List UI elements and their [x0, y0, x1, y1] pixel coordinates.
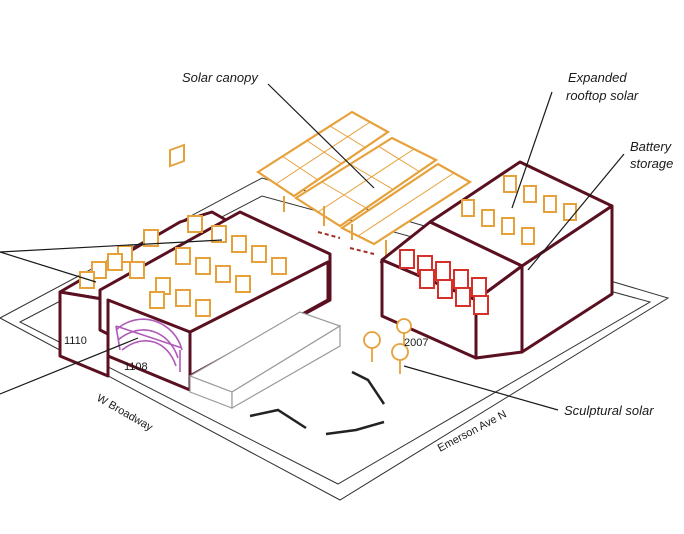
address-1108: 1108: [124, 361, 148, 373]
leader-left-upper-2: [147, 239, 223, 245]
battery-panel: [473, 295, 489, 315]
solar-panel: [129, 261, 145, 279]
solar-panel: [187, 215, 203, 233]
solar-panel: [79, 271, 95, 289]
label-battery-1: Battery: [630, 139, 673, 154]
sculptural-solar: [363, 318, 412, 374]
left-rooftop-panels: [79, 143, 287, 317]
solar-panel: [91, 261, 107, 279]
street-w-broadway: W Broadway: [95, 392, 155, 434]
label-expanded-rooftop-2: rooftop solar: [566, 88, 639, 103]
building-2007-mid: [474, 264, 524, 360]
solar-panel: [235, 275, 251, 293]
leader-battery: [527, 153, 625, 271]
battery-panel: [453, 269, 469, 289]
battery-panel: [419, 269, 435, 289]
solar-panel: [175, 247, 191, 265]
solar-panel: [143, 229, 159, 247]
battery-panel: [455, 287, 471, 307]
label-battery-2: storage: [630, 156, 673, 171]
solar-panel: [175, 289, 191, 307]
solar-panel: [195, 257, 211, 275]
solar-panel: [271, 257, 287, 275]
battery-panel: [471, 277, 487, 297]
solar-panel: [503, 175, 517, 193]
building-1108-side: [188, 260, 330, 378]
solar-panel: [231, 235, 247, 253]
label-expanded-rooftop-1: Expanded: [568, 70, 627, 85]
address-1110: 1110: [64, 335, 87, 347]
address-2007: 2007: [404, 337, 428, 349]
solar-panel: [195, 299, 211, 317]
solar-canopy: [255, 110, 473, 267]
battery-panel: [399, 249, 415, 269]
annex-side: [231, 324, 341, 410]
solar-panel: [501, 217, 515, 235]
solar-panel: [211, 225, 227, 243]
leader-expanded-rooftop: [511, 91, 553, 209]
solar-panel: [215, 265, 231, 283]
solar-panel: [523, 185, 537, 203]
leader-left-lower: [0, 251, 97, 283]
leader-solar-canopy: [267, 83, 375, 189]
battery-panel: [435, 261, 451, 281]
solar-panel: [481, 209, 495, 227]
label-solar-canopy: Solar canopy: [182, 70, 259, 85]
solar-panel: [251, 245, 267, 263]
battery-panel: [437, 279, 453, 299]
label-sculptural-solar: Sculptural solar: [564, 403, 654, 418]
site-benches: [249, 370, 386, 436]
leader-sculptural: [403, 365, 559, 411]
solar-panel: [169, 143, 185, 168]
right-building: [380, 160, 614, 360]
solar-panel: [107, 253, 123, 271]
street-emerson: Emerson Ave N: [436, 408, 509, 454]
leader-lines: [0, 83, 625, 411]
solar-panel: [149, 291, 165, 309]
solar-panel: [461, 199, 475, 217]
battery-storage: [399, 249, 489, 315]
solar-panel: [543, 195, 557, 213]
leader-mural: [0, 337, 139, 395]
leader-left-upper: [0, 243, 149, 253]
solar-panel: [521, 227, 535, 245]
solar-panel: [563, 203, 577, 221]
